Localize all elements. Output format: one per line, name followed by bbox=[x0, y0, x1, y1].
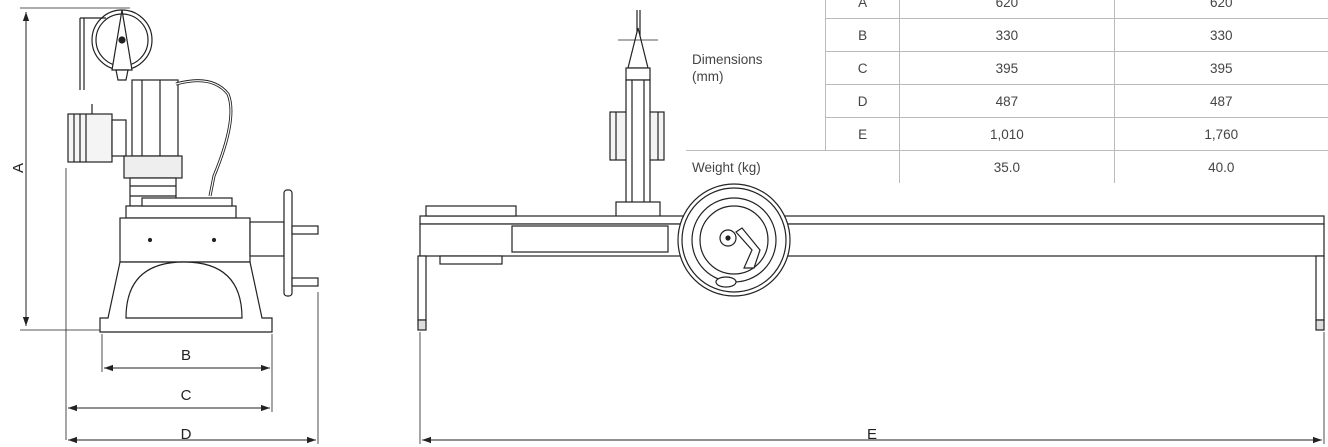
table-row-weight: Weight (kg) 35.0 40.0 bbox=[686, 150, 1328, 183]
row-value-1: 487 bbox=[899, 84, 1115, 118]
spec-table: Dimensions (mm) A 620 620 B 330 330 C 39… bbox=[686, 0, 1328, 183]
row-value-1: 395 bbox=[899, 51, 1115, 85]
row-key-empty bbox=[825, 150, 900, 183]
weight-value-1: 35.0 bbox=[899, 150, 1115, 183]
row-value-1: 1,010 bbox=[899, 117, 1115, 151]
table-row: C 395 395 bbox=[686, 51, 1328, 85]
row-key: D bbox=[825, 84, 900, 118]
side-view-machine bbox=[67, 9, 319, 333]
row-key: C bbox=[825, 51, 900, 85]
weight-value-2: 40.0 bbox=[1113, 150, 1328, 183]
dimension-label-a: A bbox=[10, 163, 27, 173]
dimension-label-c: C bbox=[181, 387, 192, 404]
dimension-label-b: B bbox=[181, 347, 191, 364]
row-value-1: 620 bbox=[899, 0, 1115, 19]
dimension-label-e: E bbox=[867, 426, 877, 443]
dimensions-header: Dimensions (mm) bbox=[692, 52, 763, 84]
table-row: D 487 487 bbox=[686, 84, 1328, 118]
row-key: E bbox=[825, 117, 900, 151]
row-value-1: 330 bbox=[899, 18, 1115, 52]
table-row: E 1,010 1,760 bbox=[686, 117, 1328, 151]
side-view-dimensions bbox=[20, 7, 319, 444]
dimension-label-d: D bbox=[181, 426, 192, 443]
front-view-dimensions bbox=[419, 332, 1325, 444]
row-value-2: 395 bbox=[1113, 51, 1328, 85]
row-key: A bbox=[825, 0, 900, 19]
table-row: B 330 330 bbox=[686, 18, 1328, 52]
weight-header: Weight (kg) bbox=[686, 150, 826, 183]
table-row: Dimensions (mm) A 620 620 bbox=[686, 0, 1328, 84]
row-value-2: 487 bbox=[1113, 84, 1328, 118]
row-value-2: 1,760 bbox=[1113, 117, 1328, 151]
row-value-2: 620 bbox=[1113, 0, 1328, 19]
front-view-machine bbox=[417, 10, 1325, 331]
row-key: B bbox=[825, 18, 900, 52]
row-value-2: 330 bbox=[1113, 18, 1328, 52]
